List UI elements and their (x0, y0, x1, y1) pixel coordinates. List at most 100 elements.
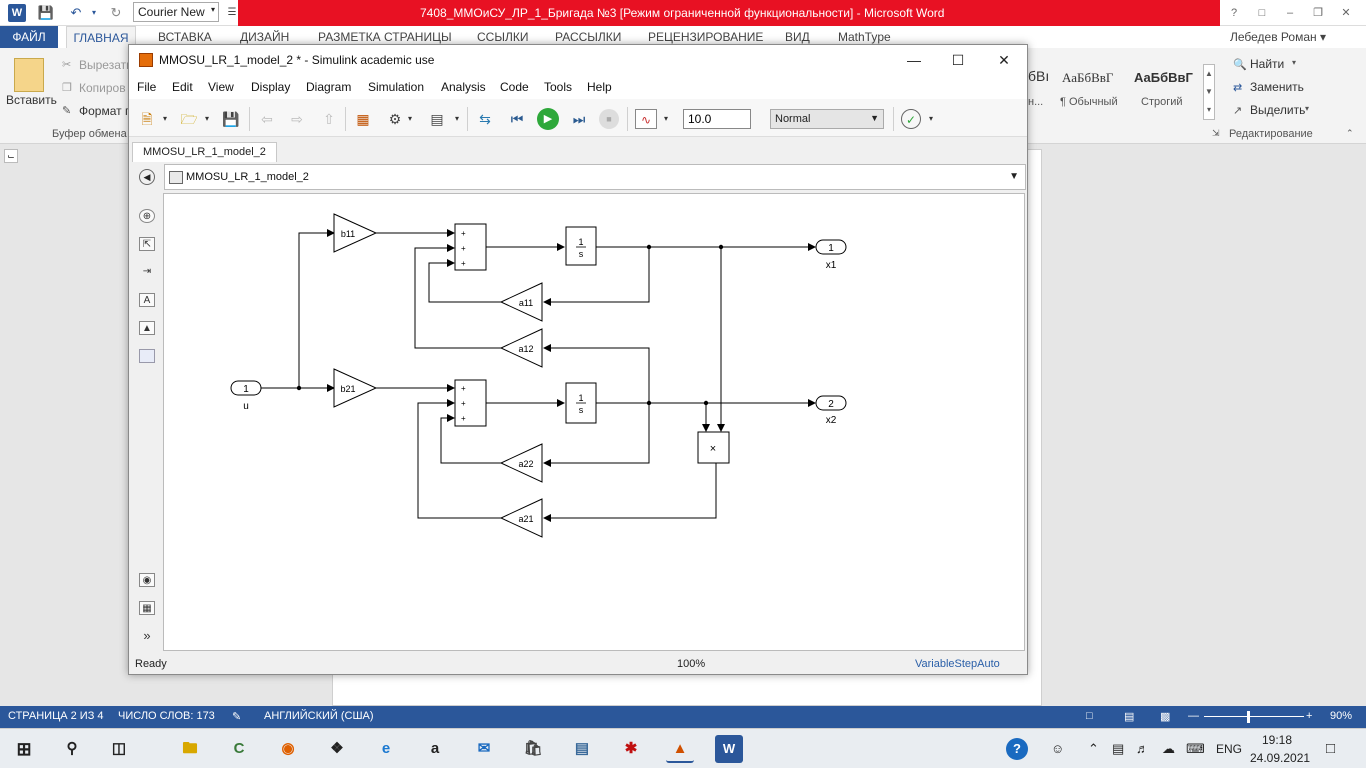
menu-display[interactable]: Display (251, 80, 291, 94)
dropbox-icon[interactable]: ❖ (330, 740, 344, 757)
redo-icon[interactable]: ↻ (110, 5, 122, 20)
settings-dropdown-icon[interactable]: ▾ (408, 114, 413, 123)
search-icon[interactable]: ⚲ (66, 740, 78, 757)
style-normal-sample[interactable]: АаБбВвГ (1062, 70, 1114, 85)
collapse-ribbon-icon[interactable]: ⌃ (1346, 128, 1354, 138)
camera-icon[interactable]: ◉ (139, 573, 155, 587)
menu-diagram[interactable]: Diagram (306, 80, 352, 94)
settings-gear-icon[interactable]: ⚙ (388, 111, 402, 127)
notification-icon[interactable]: □ (1326, 740, 1336, 757)
chevron-up-icon[interactable]: ⌃ (1088, 741, 1099, 756)
firefox-icon[interactable]: ◉ (281, 740, 295, 757)
library-browser-icon[interactable]: ▦ (356, 111, 370, 127)
ribbon-display-icon[interactable]: □ (1258, 7, 1266, 19)
model-explorer-icon[interactable]: ▤ (430, 111, 444, 127)
chevron-down-icon[interactable]: ▼ (1009, 171, 1019, 182)
outport-x2[interactable]: 2 x2 (815, 395, 847, 426)
start-icon[interactable]: ⊞ (16, 739, 32, 759)
help-tray-icon[interactable]: ? (1006, 738, 1028, 760)
arrow-right-icon[interactable]: ⇥ (142, 266, 152, 277)
tab-insert[interactable]: ВСТАВКА (158, 30, 212, 44)
integrator-2[interactable]: 1 s (565, 382, 597, 424)
explorer-dropdown-icon[interactable]: ▾ (455, 114, 460, 123)
amazon-icon[interactable]: a (430, 740, 440, 757)
paste-icon[interactable] (14, 58, 44, 92)
store-icon[interactable]: 🛍 (523, 740, 543, 757)
model-advisor-check-icon[interactable]: ✓ (901, 109, 921, 129)
scope-icon[interactable]: ∿ (635, 109, 657, 129)
step-forward-icon[interactable]: ⏭ (572, 111, 586, 127)
task-view-icon[interactable]: ◫ (111, 740, 127, 757)
code-app-icon[interactable]: C (233, 740, 245, 757)
tab-view[interactable]: ВИД (785, 30, 810, 44)
signal-line[interactable] (417, 399, 501, 519)
file-explorer-icon[interactable]: 🖿 (182, 740, 198, 757)
onedrive-icon[interactable]: ☁ (1162, 741, 1175, 756)
menu-file[interactable]: File (137, 80, 157, 94)
edge-icon[interactable]: e (381, 740, 391, 757)
image-icon[interactable]: ▲ (139, 321, 155, 335)
tab-home[interactable]: ГЛАВНАЯ (66, 26, 136, 48)
product-block[interactable]: × (697, 431, 730, 464)
simulation-mode-select[interactable]: Normal▼ (770, 109, 884, 129)
user-account[interactable]: Лебедев Роман ▾ (1229, 30, 1326, 44)
gain-b11[interactable]: b11 (333, 213, 378, 253)
copy-icon[interactable]: ❐ (62, 82, 72, 94)
menu-code[interactable]: Code (500, 80, 529, 94)
cut-button[interactable]: Вырезать (79, 58, 133, 72)
gain-a22[interactable]: a22 (499, 443, 543, 483)
styles-scroll-icon[interactable]: ▲▼▾ (1203, 64, 1215, 120)
ruler-tab-icon[interactable]: ⌙ (4, 149, 18, 163)
undo-dropdown-icon[interactable]: ▾ (91, 8, 96, 17)
replace-button[interactable]: Заменить (1250, 80, 1304, 94)
clock-time[interactable]: 19:18 (1262, 733, 1293, 747)
monitor-app-icon[interactable]: ▤ (574, 740, 590, 757)
new-dropdown-icon[interactable]: ▾ (163, 114, 168, 123)
zoom-level[interactable]: 90% (1330, 710, 1353, 722)
diagram-canvas[interactable]: 1 u b11 b21 a11 a12 a (163, 193, 1025, 651)
gain-a12[interactable]: a12 (499, 328, 543, 368)
maximize-icon[interactable]: ☐ (951, 52, 965, 68)
update-diagram-icon[interactable]: ⇆ (479, 111, 491, 127)
matlab-icon[interactable]: ▲ (666, 735, 694, 763)
outport-x1[interactable]: 1 x1 (815, 239, 847, 271)
language-indicator[interactable]: АНГЛИЙСКИЙ (США) (264, 710, 374, 722)
zoom-slider[interactable] (1204, 716, 1304, 717)
input-language[interactable]: ENG (1216, 742, 1243, 756)
zoom-icon[interactable]: ⊕ (139, 209, 155, 223)
expand-palette-icon[interactable]: » (143, 628, 151, 643)
style-strict-sample[interactable]: АаБбВвГ (1134, 70, 1193, 85)
step-back-icon[interactable]: ⏮ (510, 111, 524, 127)
tab-mathtype[interactable]: MathType (838, 30, 891, 44)
signal-line[interactable] (298, 229, 335, 388)
find-button[interactable]: Найти (1250, 57, 1285, 71)
model-browser-icon[interactable]: ▦ (139, 601, 155, 615)
print-layout-icon[interactable]: ▤ (1124, 711, 1135, 723)
signal-line[interactable] (543, 463, 717, 522)
tab-file[interactable]: ФАЙЛ (0, 26, 58, 48)
up-arrow-icon[interactable]: ⇧ (323, 111, 335, 127)
tab-layout[interactable]: РАЗМЕТКА СТРАНИЦЫ (318, 30, 452, 44)
stop-time-input[interactable] (683, 109, 751, 129)
undo-icon[interactable]: ↶ (70, 5, 82, 20)
sum-block-1[interactable]: + + + (454, 223, 487, 271)
run-icon[interactable]: ▶ (537, 108, 559, 130)
read-mode-icon[interactable]: □ (1086, 710, 1093, 722)
area-icon[interactable] (139, 349, 155, 363)
style-partial-sample[interactable]: бВı (1028, 68, 1050, 84)
customize-qat-icon[interactable]: ☰ (227, 7, 237, 18)
volume-icon[interactable]: ♬ (1136, 741, 1149, 756)
zoom-slider-thumb[interactable] (1247, 711, 1250, 723)
open-folder-icon[interactable]: 🗁 (180, 111, 198, 127)
word-taskbar-icon[interactable]: W (715, 735, 743, 763)
keyboard-icon[interactable]: ⌨ (1186, 741, 1205, 756)
hide-explorer-icon[interactable]: ◀ (139, 169, 155, 185)
menu-simulation[interactable]: Simulation (368, 80, 425, 94)
help-icon[interactable]: ? (1230, 7, 1238, 19)
people-icon[interactable]: ☺ (1051, 741, 1065, 756)
signal-line[interactable] (543, 403, 650, 467)
back-arrow-icon[interactable]: ⇦ (261, 111, 273, 127)
fit-to-view-icon[interactable]: ⇱ (139, 237, 155, 251)
tab-review[interactable]: РЕЦЕНЗИРОВАНИЕ (648, 30, 764, 44)
save-icon[interactable]: 💾 (222, 111, 240, 127)
